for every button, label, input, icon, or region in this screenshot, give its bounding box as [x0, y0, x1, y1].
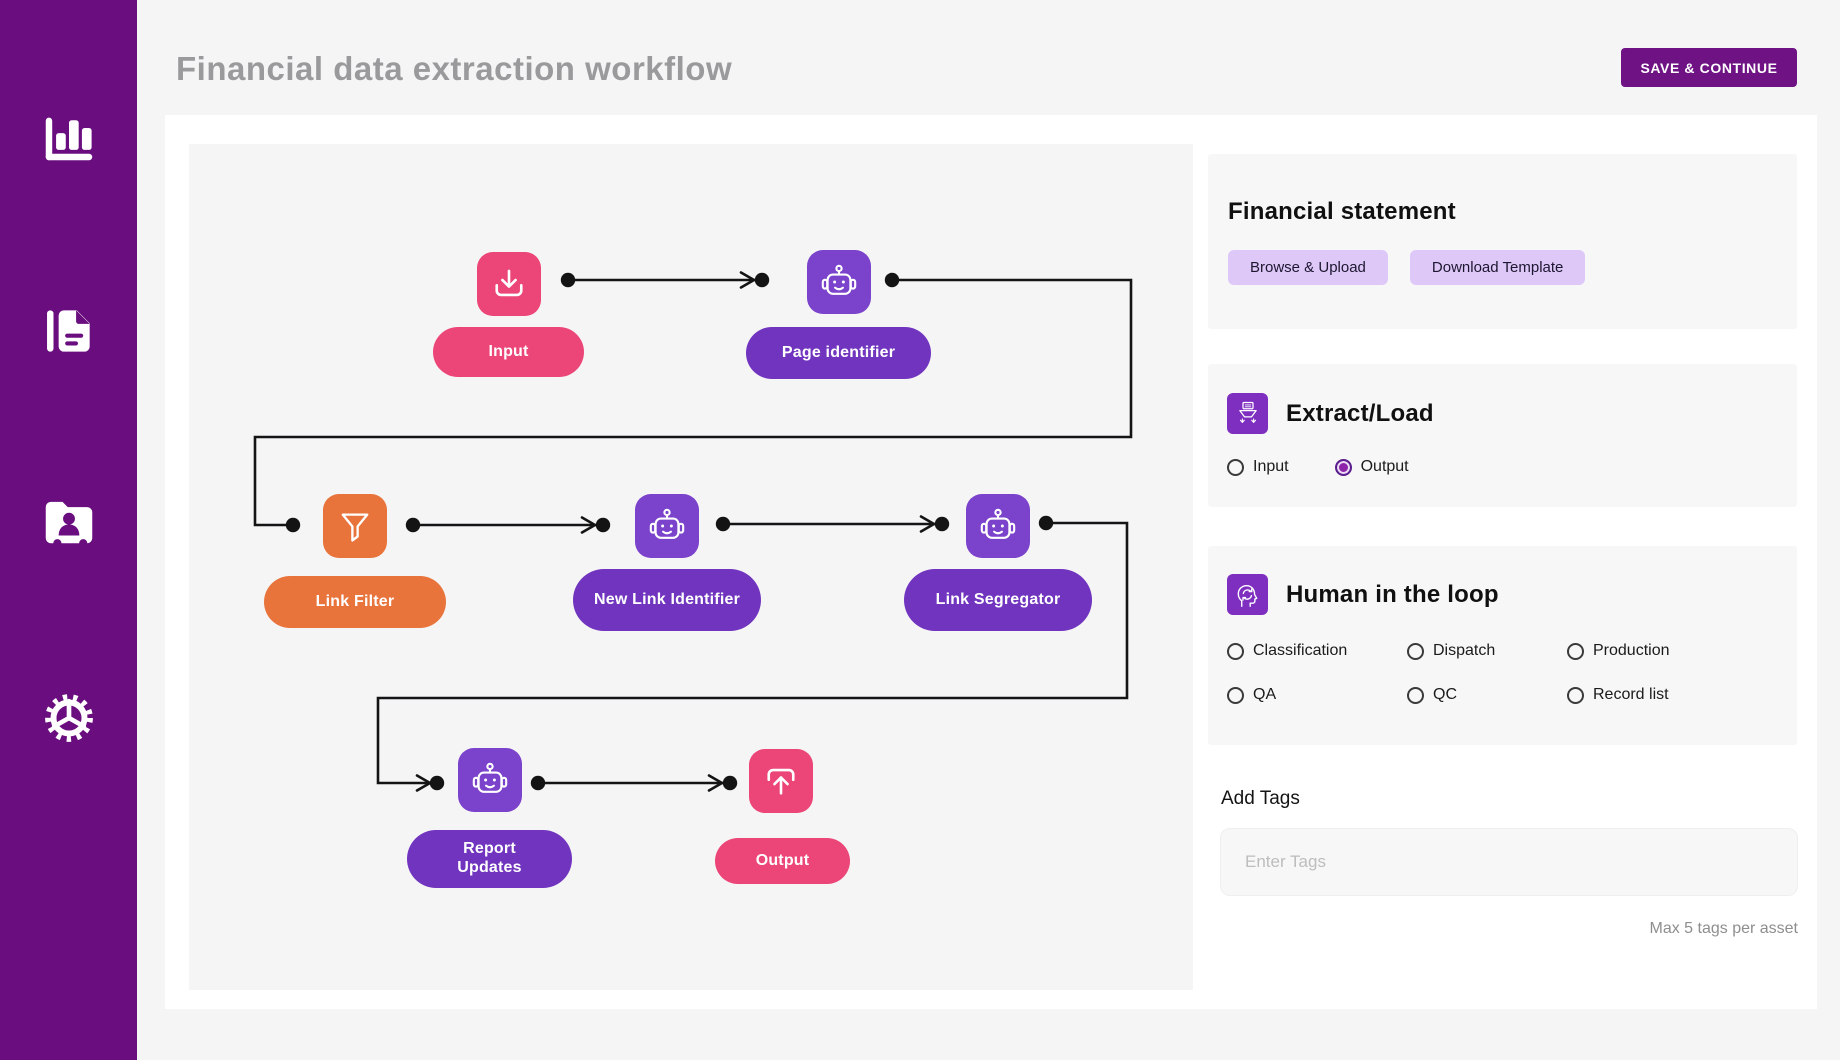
radio-label: Record list — [1593, 686, 1669, 703]
radio-qa[interactable]: QA — [1227, 686, 1407, 704]
human-in-loop-icon — [1227, 574, 1268, 615]
workflow-edges — [253, 271, 1133, 792]
save-continue-button[interactable]: SAVE & CONTINUE — [1621, 48, 1797, 87]
radio-label: Classification — [1253, 642, 1348, 659]
radio-label: Production — [1593, 642, 1670, 659]
radio-circle-icon — [1567, 686, 1584, 704]
robot-icon — [980, 508, 1016, 539]
node-label-report-updates[interactable]: Report Updates — [407, 830, 572, 888]
radio-record-list[interactable]: Record list — [1567, 686, 1669, 704]
sidebar — [0, 0, 137, 1060]
node-label-page-identifier[interactable]: Page identifier — [746, 327, 931, 379]
contacts-folder-icon — [45, 501, 92, 548]
radio-label: Input — [1253, 458, 1289, 475]
bar-chart-icon — [45, 117, 92, 161]
radio-circle-icon — [1227, 642, 1244, 660]
node-page-identifier[interactable] — [807, 250, 871, 314]
radio-classification[interactable]: Classification — [1227, 642, 1407, 660]
node-report-updates[interactable] — [458, 748, 522, 812]
node-label-text: Page identifier — [781, 343, 896, 361]
tags-input[interactable] — [1220, 828, 1798, 896]
extract-load-title: Extract/Load — [1286, 399, 1434, 427]
node-link-segregator[interactable] — [966, 494, 1030, 558]
robot-icon — [649, 508, 685, 539]
sidebar-item-analytics[interactable] — [0, 105, 137, 169]
add-tags-title: Add Tags — [1221, 788, 1300, 809]
node-label-text: Link Segregator — [935, 590, 1061, 608]
financial-statement-title: Financial statement — [1228, 198, 1456, 225]
radio-production[interactable]: Production — [1567, 642, 1670, 660]
node-input[interactable] — [477, 252, 541, 316]
human-in-loop-card: Human in the loop Classification Dispatc… — [1208, 546, 1797, 745]
node-label-link-segregator[interactable]: Link Segregator — [904, 569, 1092, 631]
robot-icon — [472, 762, 508, 793]
radio-circle-icon — [1227, 458, 1244, 476]
sidebar-item-settings[interactable] — [0, 686, 137, 750]
download-template-button[interactable]: Download Template — [1409, 250, 1586, 285]
upload-icon — [767, 768, 795, 795]
radio-circle-icon — [1407, 642, 1424, 660]
node-label-new-link-identifier[interactable]: New Link Identifier — [573, 569, 761, 631]
node-label-link-filter[interactable]: Link Filter — [264, 576, 446, 628]
financial-statement-card: Financial statement Browse & Upload Down… — [1208, 154, 1797, 329]
document-icon — [46, 310, 90, 352]
node-label-text: New Link Identifier — [593, 590, 741, 608]
extract-load-icon — [1227, 393, 1268, 434]
human-in-loop-title: Human in the loop — [1286, 580, 1499, 608]
radio-dispatch[interactable]: Dispatch — [1407, 642, 1567, 660]
radio-circle-icon — [1407, 686, 1424, 704]
radio-label: Dispatch — [1433, 642, 1496, 659]
radio-qc[interactable]: QC — [1407, 686, 1567, 704]
page-title: Financial data extraction workflow — [176, 50, 733, 87]
radio-circle-icon — [1334, 458, 1352, 476]
funnel-icon — [341, 513, 369, 542]
gear-icon — [44, 694, 93, 742]
node-new-link-identifier[interactable] — [635, 494, 699, 558]
robot-icon — [821, 264, 857, 295]
node-label-text: Link Filter — [315, 592, 395, 610]
sidebar-item-contacts[interactable] — [0, 488, 137, 552]
node-label-output[interactable]: Output — [715, 838, 850, 884]
node-label-text: Input — [488, 342, 529, 360]
node-label-text: Output — [755, 851, 810, 869]
node-output[interactable] — [749, 749, 813, 813]
node-label-text: Report Updates — [457, 840, 522, 876]
browse-upload-button[interactable]: Browse & Upload — [1228, 250, 1388, 285]
radio-extract-input[interactable]: Input — [1227, 458, 1289, 476]
radio-circle-icon — [1227, 686, 1244, 704]
node-label-input[interactable]: Input — [433, 327, 584, 377]
radio-label: Output — [1360, 458, 1409, 475]
radio-extract-output[interactable]: Output — [1334, 458, 1409, 476]
sidebar-item-documents[interactable] — [0, 299, 137, 363]
tags-hint: Max 5 tags per asset — [1649, 920, 1798, 937]
workflow-canvas[interactable]: Input Page identifier Link Filter — [189, 144, 1193, 990]
extract-load-card: Extract/Load Input Output — [1208, 364, 1797, 507]
node-link-filter[interactable] — [323, 494, 387, 558]
radio-label: QA — [1253, 686, 1277, 703]
radio-circle-icon — [1567, 642, 1584, 660]
download-icon — [495, 269, 523, 297]
radio-label: QC — [1433, 686, 1457, 703]
